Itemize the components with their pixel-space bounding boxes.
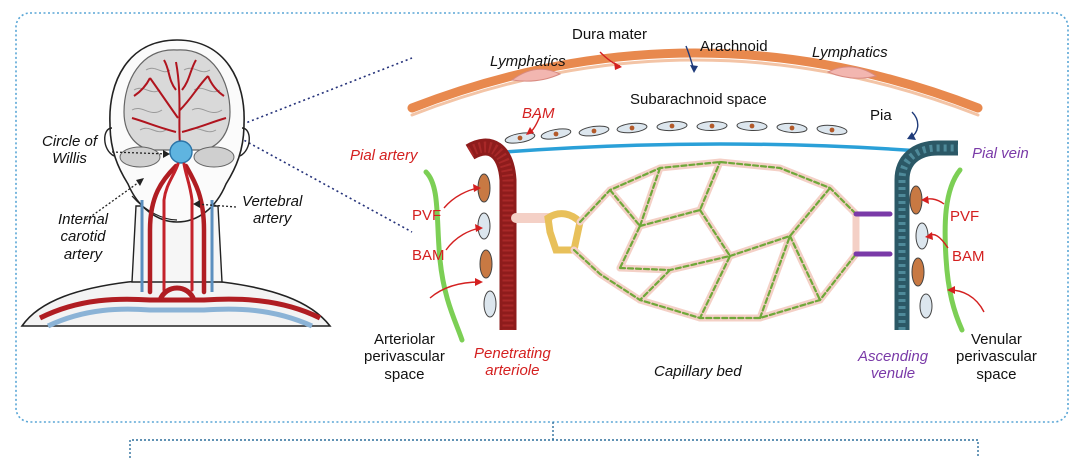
right-carotid <box>183 163 207 295</box>
left-carotid <box>147 163 179 295</box>
pia-layer <box>504 142 936 154</box>
label-bam-top: BAM <box>522 105 555 122</box>
label-subarachnoid-space: Subarachnoid space <box>630 91 767 108</box>
label-ascending-venule: Ascending venule <box>858 348 929 383</box>
label-pia: Pia <box>870 107 892 124</box>
label-vertebral-artery: Vertebral artery <box>242 193 303 228</box>
circle-of-willis-mark <box>169 140 193 164</box>
venular-perivascular-wall <box>942 167 965 333</box>
label-bam-right: BAM <box>952 248 985 265</box>
lymphatic-vessel-left <box>510 68 562 82</box>
head-illustration <box>20 39 332 329</box>
label-penetrating-arteriole: Penetrating arteriole <box>474 345 551 380</box>
arachnoid-layer <box>410 58 980 117</box>
aortic-arch <box>38 296 322 321</box>
label-internal-carotid-artery: Internal carotid artery <box>58 211 109 263</box>
capillary-bed <box>511 158 893 322</box>
label-venular-perivascular-space: Venular perivascular space <box>956 331 1037 383</box>
pvf-cells-left <box>477 173 497 318</box>
label-pvf-left: PVF <box>412 207 442 224</box>
bottom-connector <box>129 422 979 458</box>
label-arteriolar-perivascular-space: Arteriolar perivascular space <box>364 331 445 383</box>
label-pvf-right: PVF <box>950 208 980 225</box>
label-lymphatics-left: Lymphatics <box>490 53 566 70</box>
lymphatic-vessel-right <box>826 66 878 79</box>
label-capillary-bed: Capillary bed <box>654 363 742 380</box>
label-pial-artery: Pial artery <box>350 147 418 164</box>
head-annotation-lines <box>85 151 237 221</box>
label-circle-of-willis: Circle of Willis <box>42 133 98 168</box>
label-dura-mater: Dura mater <box>572 26 648 43</box>
label-pial-vein: Pial vein <box>972 145 1029 162</box>
label-lymphatics-right: Lymphatics <box>812 44 888 61</box>
dura-mater-layer <box>407 48 983 113</box>
label-bam-left: BAM <box>412 247 445 264</box>
zoom-line-top <box>237 57 413 127</box>
label-arachnoid: Arachnoid <box>700 38 768 55</box>
pvf-cells-right <box>909 185 933 319</box>
arteriolar-perivascular-wall <box>423 169 465 343</box>
